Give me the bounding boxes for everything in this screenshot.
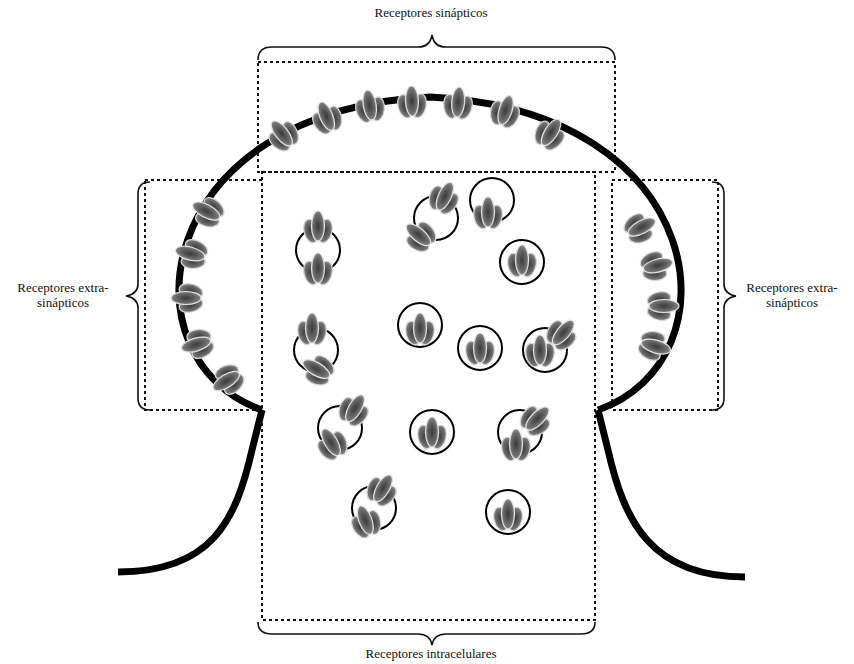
region-box	[145, 62, 718, 620]
vesicle	[294, 178, 567, 534]
receptor	[295, 176, 586, 544]
bracket	[126, 35, 736, 645]
region-label: Receptores intracelulares	[316, 647, 546, 662]
receptor	[171, 85, 679, 403]
region-label: Receptores sinápticos	[321, 6, 541, 21]
region-label: Receptores extra-sinápticos	[736, 281, 848, 311]
spine-membrane	[118, 97, 745, 577]
region-label: Receptores extra-sinápticos	[8, 281, 118, 311]
